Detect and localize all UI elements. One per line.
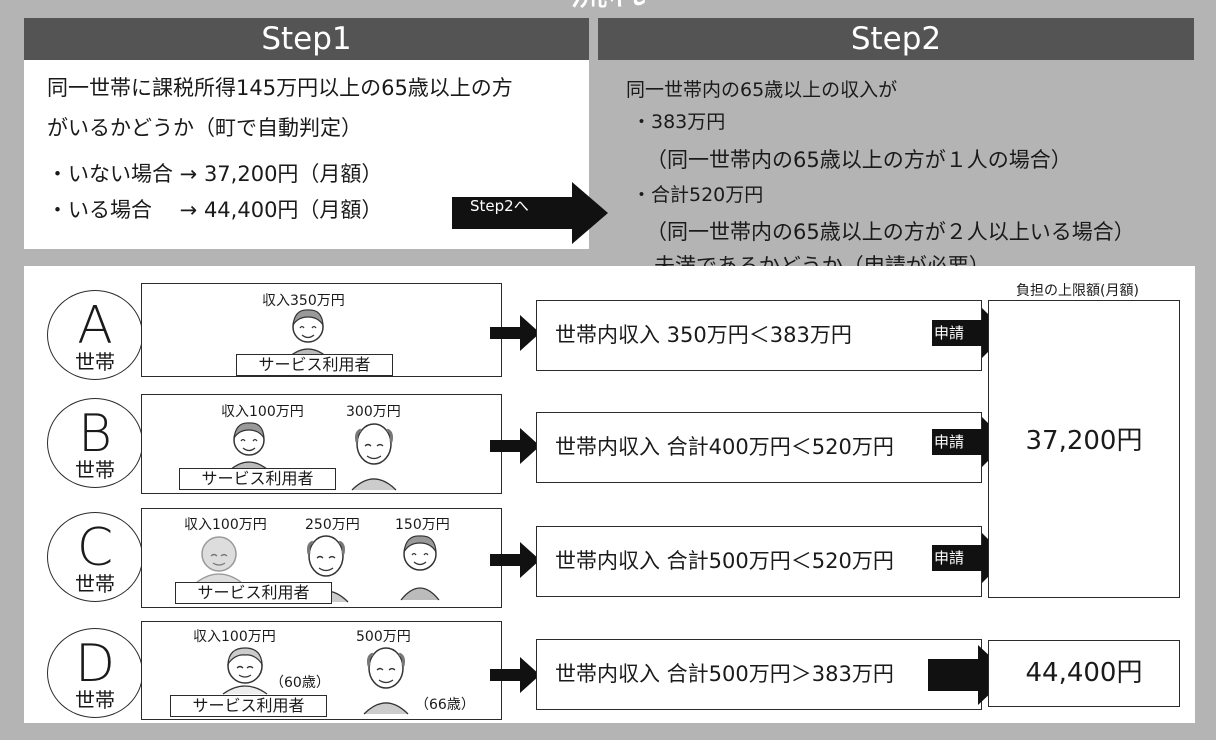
household-d-user-label: サービス利用者 bbox=[170, 695, 327, 717]
page-title: 流れ bbox=[0, 0, 1216, 12]
household-c-income-3: 150万円 bbox=[395, 517, 450, 533]
elderly-woman-icon bbox=[222, 647, 268, 695]
step1-line2: がいるかどうか（町で自動判定） bbox=[47, 116, 362, 140]
arrow-right-icon bbox=[490, 542, 540, 578]
household-d-result: 世帯内収入 合計500万円＞383万円 bbox=[536, 639, 982, 710]
person-smiling-icon bbox=[288, 309, 328, 358]
step1-line1: 同一世帯に課税所得145万円以上の65歳以上の方 bbox=[47, 76, 513, 100]
step1-case-exists: ・いる場合 → 44,400円（月額） bbox=[47, 198, 383, 222]
step2-line1: 同一世帯内の65歳以上の収入が bbox=[626, 79, 898, 101]
limit-low-box bbox=[988, 300, 1180, 598]
household-c-circle: C 世帯 bbox=[47, 512, 143, 602]
household-a-income: 収入350万円 bbox=[262, 293, 345, 309]
step2-line4: ・合計520万円 bbox=[632, 184, 764, 206]
household-c-income-1: 収入100万円 bbox=[184, 517, 267, 533]
limit-high-box bbox=[988, 640, 1180, 707]
step2-line2: ・383万円 bbox=[632, 111, 726, 133]
arrow-right-icon bbox=[490, 428, 540, 464]
step2-arrow-icon bbox=[452, 182, 608, 244]
household-b-result: 世帯内収入 合計400万円＜520万円 bbox=[536, 412, 982, 483]
step1-heading: Step1 bbox=[24, 18, 589, 60]
household-b-circle: B 世帯 bbox=[47, 398, 143, 488]
household-d-circle: D 世帯 bbox=[47, 628, 143, 718]
household-b-apply-badge: 申請 bbox=[934, 433, 965, 451]
elderly-man-icon bbox=[351, 423, 397, 491]
household-d-age-1: （60歳） bbox=[270, 675, 330, 691]
household-b-income-1: 収入100万円 bbox=[221, 404, 304, 420]
step1-case-none: ・いない場合 → 37,200円（月額） bbox=[47, 162, 383, 186]
step2-line3: （同一世帯内の65歳以上の方が１人の場合） bbox=[646, 148, 1072, 172]
person-smiling-icon bbox=[400, 535, 440, 601]
household-b-income-2: 300万円 bbox=[346, 404, 401, 420]
household-c-income-2: 250万円 bbox=[305, 517, 360, 533]
step2-line5: （同一世帯内の65歳以上の方が２人以上いる場合） bbox=[646, 220, 1135, 244]
household-d-income-1: 収入100万円 bbox=[193, 629, 276, 645]
elderly-woman-icon bbox=[196, 536, 242, 583]
household-c-user-label: サービス利用者 bbox=[175, 582, 332, 604]
elderly-man-icon bbox=[363, 647, 409, 715]
limit-low-value: 37,200円 bbox=[1025, 426, 1143, 456]
household-a-user-label: サービス利用者 bbox=[236, 354, 393, 376]
household-c-result: 世帯内収入 合計500万円＜520万円 bbox=[536, 526, 982, 597]
household-a-result: 世帯内収入 350万円＜383万円 bbox=[536, 300, 982, 371]
person-smiling-icon bbox=[229, 422, 269, 471]
household-b-user-label: サービス利用者 bbox=[179, 468, 336, 490]
household-c-apply-badge: 申請 bbox=[934, 549, 965, 567]
household-a-circle: A 世帯 bbox=[47, 290, 143, 380]
limit-high-value: 44,400円 bbox=[1025, 658, 1143, 688]
household-d-income-2: 500万円 bbox=[356, 629, 411, 645]
limit-header: 負担の上限額(月額) bbox=[1016, 283, 1139, 299]
step2-heading: Step2 bbox=[598, 18, 1194, 60]
household-d-age-2: （66歳） bbox=[415, 697, 475, 713]
step2-arrow-label: Step2へ bbox=[470, 197, 529, 215]
household-a-apply-badge: 申請 bbox=[934, 324, 965, 342]
arrow-right-icon bbox=[490, 657, 540, 693]
arrow-right-icon bbox=[490, 315, 540, 351]
